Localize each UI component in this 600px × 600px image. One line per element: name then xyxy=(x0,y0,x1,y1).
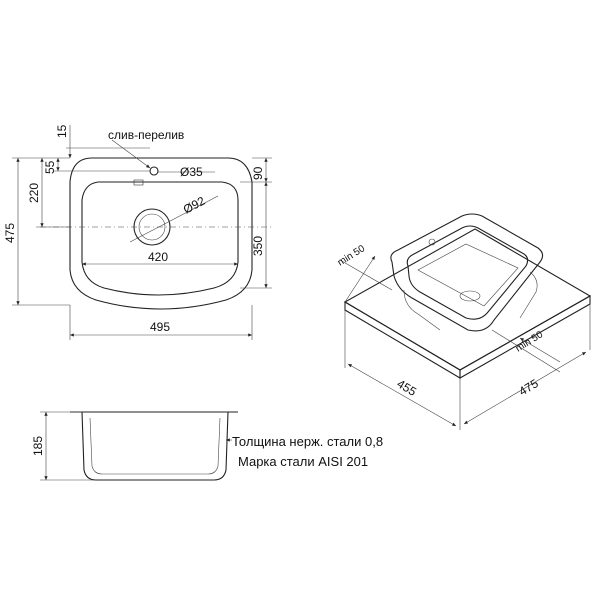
right-90-label: 90 xyxy=(251,166,265,180)
sink-top-view: слив-перелив Ø35 Ø92 420 495 475 220 55 … xyxy=(3,124,272,340)
dia-35-label: Ø35 xyxy=(180,165,203,179)
countertop-front-right xyxy=(459,295,591,379)
width-495-label: 495 xyxy=(150,320,170,334)
dia-92-label: Ø92 xyxy=(181,193,208,216)
iso-drain xyxy=(459,290,481,302)
iso-overflow xyxy=(428,238,436,246)
iso-sink-bowl xyxy=(406,225,529,320)
overflow-marker xyxy=(133,179,144,186)
sink-outer-rim xyxy=(69,157,253,310)
countertop-top xyxy=(343,228,592,371)
drain-hole xyxy=(133,208,171,246)
height-475-label: 475 xyxy=(3,223,17,243)
right-350-label: 350 xyxy=(251,236,265,256)
countertop-front-left xyxy=(344,301,461,379)
height-220-label: 220 xyxy=(27,183,41,203)
drain-hole-inner xyxy=(138,213,166,241)
iso-475-label: 475 xyxy=(516,376,541,398)
side-bowl-profile xyxy=(81,411,229,481)
sink-bowl-outline xyxy=(81,181,239,296)
offset-55-label: 55 xyxy=(43,160,57,174)
width-420-label: 420 xyxy=(148,250,168,264)
iso-455-label: 455 xyxy=(394,377,419,399)
iso-min-left-label: min 50 xyxy=(336,243,368,268)
depth-185-label: 185 xyxy=(31,436,45,456)
iso-sink-rim xyxy=(390,213,544,332)
offset-15-label: 15 xyxy=(55,124,69,138)
note-grade: Марка стали AISI 201 xyxy=(238,454,368,469)
note-thickness: Толщина нерж. стали 0,8 xyxy=(232,434,383,449)
sink-side-view: 185 xyxy=(31,411,238,481)
overflow-label: слив-перелив xyxy=(108,128,184,142)
overflow-hole xyxy=(149,166,159,176)
sink-isometric-view: min 50 min 50 455 475 xyxy=(336,213,592,430)
